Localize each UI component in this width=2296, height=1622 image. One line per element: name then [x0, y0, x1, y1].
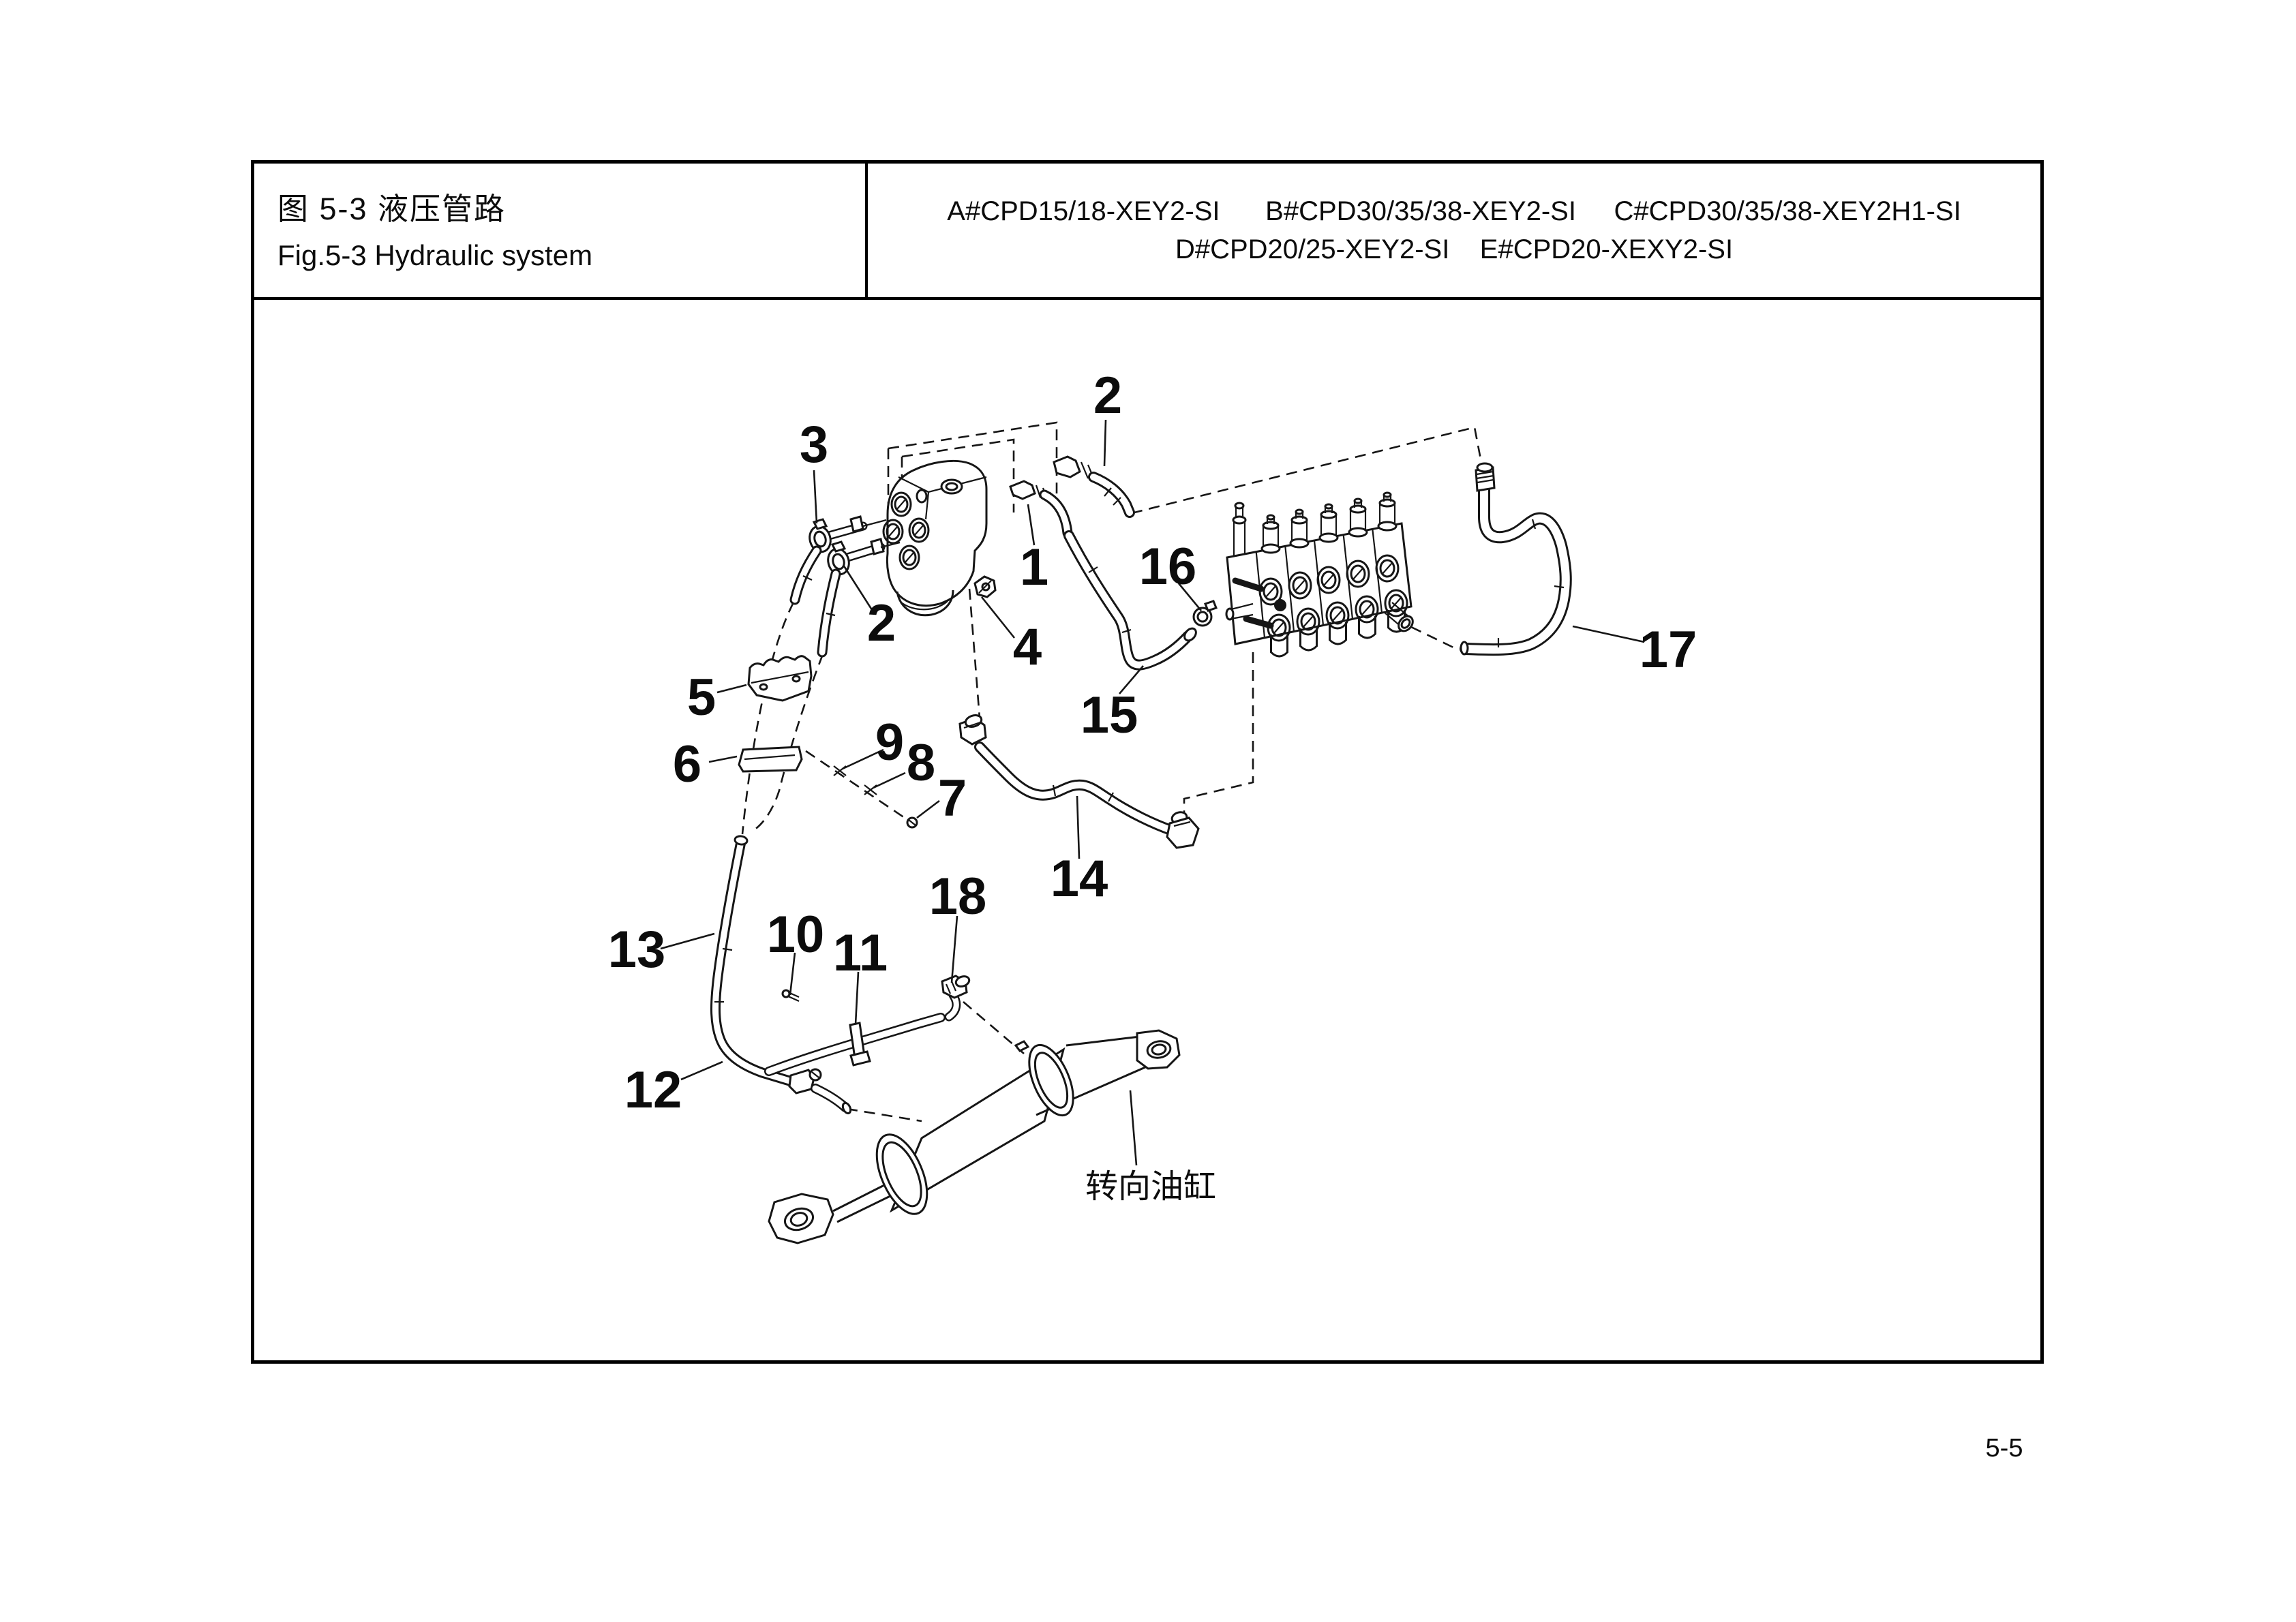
model-codes-cell: A#CPD15/18-XEY2-SI B#CPD30/35/38-XEY2-SI… [868, 164, 2040, 297]
callout-2-left: 2 [867, 594, 896, 652]
callout-16: 16 [1139, 538, 1197, 596]
hose-14-end-elbow [1166, 811, 1200, 849]
callout-18: 18 [929, 868, 987, 925]
hose-14 [958, 714, 1200, 849]
piston-rod [832, 1181, 890, 1212]
hose-clamp-16 [1192, 600, 1218, 627]
figure-title-en: Fig.5-3 Hydraulic system [277, 239, 593, 271]
clamp-4 [973, 575, 997, 598]
unit-top-port [940, 478, 963, 495]
dashed-link-to-hose17 [1131, 426, 1485, 515]
elbow-fitting-1 [1009, 480, 1073, 538]
callout-17: 17 [1640, 621, 1697, 679]
hydraulic-system-exploded-view: 1 2 2 3 4 5 6 7 8 9 10 11 12 13 14 15 16… [608, 367, 1697, 1244]
dashed-valve-to-hose17-end [1410, 626, 1454, 649]
dashed-hose12-to-cylinder [846, 1107, 922, 1122]
callout-13: 13 [608, 921, 666, 979]
elbow-fitting-18 [941, 975, 971, 1022]
dashed-hose-route-b [751, 654, 824, 833]
page-frame: 图 5-3 液压管路 Fig.5-3 Hydraulic system A#CP… [251, 160, 2044, 1364]
callout-2-upper: 2 [1093, 367, 1122, 425]
callout-labels: 1 2 2 3 4 5 6 7 8 9 10 11 12 13 14 15 16… [608, 367, 1697, 1119]
model-codes-line1: A#CPD15/18-XEY2-SI B#CPD30/35/38-XEY2-SI… [947, 196, 1961, 226]
construction-dashed-lines [741, 421, 1485, 1122]
hose-assembly-3 [789, 515, 887, 605]
leader-lines [660, 419, 1645, 1166]
callout-1: 1 [1020, 538, 1048, 596]
valve-lever-2 [1243, 615, 1274, 629]
steering-control-unit [882, 459, 988, 617]
cylinder-annotation: 转向油缸 [1085, 1169, 1216, 1205]
dashed-valve-to-hose14 [1183, 652, 1254, 822]
callout-10: 10 [767, 906, 825, 964]
hose-14-start-fitting [958, 714, 987, 746]
callout-3: 3 [800, 416, 828, 474]
dashed-box-outer [888, 421, 1058, 506]
valve-knob [1274, 599, 1286, 611]
valve-lever-1 [1232, 577, 1265, 592]
pipe-clamp-5 [747, 655, 813, 702]
callout-5: 5 [687, 669, 716, 726]
valve-inlet-stub [1225, 602, 1254, 621]
dashed-hose-route-a [741, 602, 795, 835]
model-codes-line2: D#CPD20/25-XEY2-SI E#CPD20-XEXY2-SI [1175, 234, 1734, 264]
cylinder-flange-right [1028, 1043, 1074, 1117]
dashed-port-to-hose14 [967, 570, 981, 719]
clamp-bracket-6 [738, 746, 803, 773]
callout-15: 15 [1081, 686, 1138, 744]
callout-14: 14 [1051, 850, 1108, 908]
pin-10 [781, 989, 800, 1003]
hose-17 [1460, 462, 1572, 656]
figure-title-cell: 图 5-3 液压管路 Fig.5-3 Hydraulic system [254, 164, 868, 297]
callout-6: 6 [673, 735, 701, 793]
callout-8: 8 [907, 734, 935, 792]
cylinder-flange-left [875, 1133, 928, 1215]
steering-tubes-assembly [710, 835, 971, 1115]
hose-15 [1063, 530, 1197, 671]
cylinder-right-clevis [1136, 1029, 1181, 1070]
control-valve-block [1225, 491, 1414, 658]
cylinder-port-boss [1014, 1040, 1030, 1052]
title-block: 图 5-3 液压管路 Fig.5-3 Hydraulic system A#CP… [254, 164, 2040, 300]
callout-12: 12 [624, 1061, 682, 1119]
hose-assembly-2-left [817, 538, 901, 658]
valve-relief-stub [1232, 502, 1247, 555]
valve-outlet-stub [1383, 602, 1414, 632]
callout-7: 7 [938, 769, 967, 827]
steering-cylinder [768, 1029, 1181, 1244]
callout-4: 4 [1013, 618, 1042, 676]
screw-7 [906, 816, 918, 829]
page-number: 5-5 [1985, 1434, 2023, 1463]
callout-9: 9 [875, 714, 904, 771]
cylinder-left-clevis [768, 1193, 834, 1244]
dashed-elbow18-to-cylinder [963, 1001, 1025, 1054]
hose-17-top-fitting [1475, 462, 1496, 492]
dashed-fastener-axis [805, 750, 907, 821]
callout-11: 11 [833, 924, 888, 982]
figure-title-zh: 图 5-3 液压管路 [277, 192, 507, 226]
hose-assembly-2-upper [1053, 455, 1135, 518]
